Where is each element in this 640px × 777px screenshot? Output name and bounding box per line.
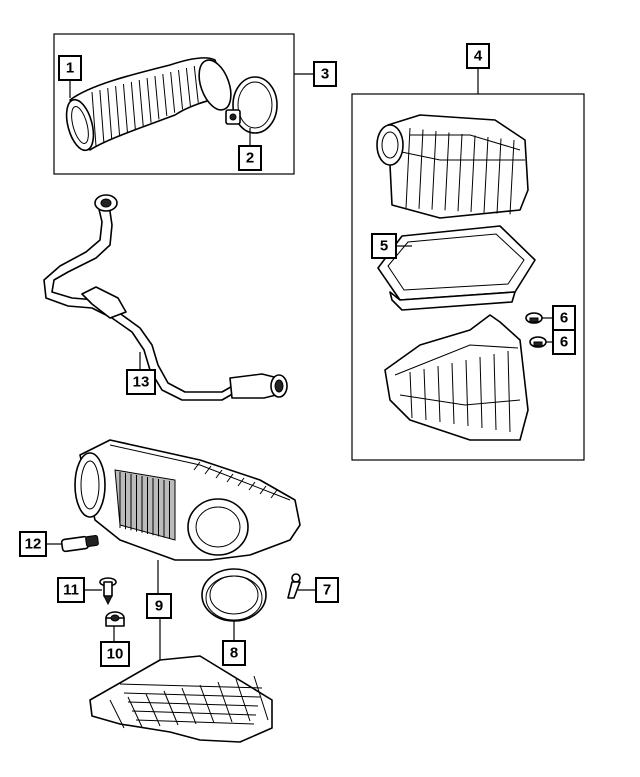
svg-text:4: 4 <box>474 48 483 65</box>
detail-stroke <box>248 481 256 491</box>
seal-ring-part <box>201 568 267 622</box>
detail-stroke <box>99 89 105 143</box>
callout-6-upper: 6 <box>552 305 576 331</box>
svg-text:5: 5 <box>380 238 388 255</box>
detail-stroke <box>237 477 245 487</box>
detail-stroke <box>122 83 128 133</box>
svg-text:13: 13 <box>133 374 150 391</box>
detail-stroke <box>409 371 413 419</box>
svg-text:1: 1 <box>66 60 74 77</box>
detail-stroke <box>178 69 184 110</box>
detail-stroke <box>119 683 263 689</box>
detail-stroke <box>253 675 269 721</box>
callout-11: 11 <box>57 577 85 603</box>
detail-stroke <box>215 469 223 479</box>
callout-7: 7 <box>315 577 339 603</box>
clip-part <box>287 573 301 599</box>
svg-text:11: 11 <box>63 582 79 599</box>
leader-lines <box>46 68 553 660</box>
detail-stroke <box>131 710 257 716</box>
detail-stroke <box>470 135 476 213</box>
group-frame-air-cleaner <box>351 93 585 461</box>
callout-12: 12 <box>19 531 47 557</box>
detail-stroke <box>418 129 424 209</box>
detail-stroke <box>437 365 441 423</box>
detail-stroke <box>91 91 97 147</box>
callout-1: 1 <box>58 55 82 81</box>
detail-stroke <box>138 79 144 127</box>
callout-5: 5 <box>371 233 397 259</box>
detail-stroke <box>493 353 497 431</box>
detail-stroke <box>109 699 125 729</box>
air-filter-element-part <box>377 225 536 311</box>
detail-stroke <box>135 719 255 725</box>
air-cleaner-lower-housing-part <box>384 314 529 441</box>
svg-text:9: 9 <box>155 598 163 615</box>
grommet-upper-part <box>525 312 543 324</box>
detail-stroke <box>170 71 176 113</box>
callout-8: 8 <box>222 640 246 666</box>
detail-stroke <box>130 81 136 130</box>
callout-2: 2 <box>238 145 262 171</box>
svg-text:10: 10 <box>107 646 124 663</box>
detail-stroke <box>217 681 233 723</box>
detail-stroke <box>204 465 212 475</box>
grommet-lower-part <box>529 336 547 348</box>
callout-13: 13 <box>126 369 156 395</box>
detail-stroke <box>483 136 489 213</box>
detail-stroke <box>146 77 152 123</box>
intake-hose-part <box>65 57 232 152</box>
detail-stroke <box>509 139 515 215</box>
hose-clamp-part <box>225 76 278 134</box>
grommet-nut-part <box>105 611 125 627</box>
detail-stroke <box>479 356 483 429</box>
detail-stroke <box>127 701 259 707</box>
detail-stroke <box>423 368 427 421</box>
detail-stroke <box>431 130 437 210</box>
detail-stroke <box>457 133 463 212</box>
detail-stroke <box>496 138 502 214</box>
detail-stroke <box>107 87 113 140</box>
air-box-tray-part <box>89 655 273 743</box>
air-box-housing-part <box>74 439 301 561</box>
detail-stroke <box>405 127 411 209</box>
air-cleaner-upper-housing-part <box>376 114 529 219</box>
sensor-part <box>60 534 99 553</box>
svg-text:8: 8 <box>230 645 238 662</box>
detail-stroke <box>115 85 121 137</box>
svg-text:12: 12 <box>25 536 42 553</box>
svg-text:6: 6 <box>560 334 568 351</box>
breather-tube-part <box>43 194 288 401</box>
detail-stroke <box>185 67 191 107</box>
svg-text:2: 2 <box>246 150 254 167</box>
detail-stroke <box>193 65 199 103</box>
detail-stroke <box>451 362 455 425</box>
detail-stroke <box>235 678 251 722</box>
callout-3: 3 <box>313 61 337 87</box>
detail-stroke <box>181 687 197 725</box>
push-pin-part <box>99 577 117 606</box>
callout-9: 9 <box>146 593 172 619</box>
detail-stroke <box>507 350 511 433</box>
detail-stroke <box>162 73 168 117</box>
detail-stroke <box>465 359 469 427</box>
detail-stroke <box>154 75 160 120</box>
detail-stroke <box>193 461 201 471</box>
detail-stroke <box>123 692 261 698</box>
svg-text:3: 3 <box>321 66 329 83</box>
detail-stroke <box>163 690 179 726</box>
svg-text:7: 7 <box>323 582 331 599</box>
detail-stroke <box>226 473 234 483</box>
callout-6-lower: 6 <box>552 329 576 355</box>
callout-10: 10 <box>100 641 130 667</box>
callout-4: 4 <box>466 43 490 69</box>
detail-stroke <box>444 132 450 211</box>
svg-text:6: 6 <box>560 310 568 327</box>
group-frame-hose-assembly <box>53 33 295 175</box>
